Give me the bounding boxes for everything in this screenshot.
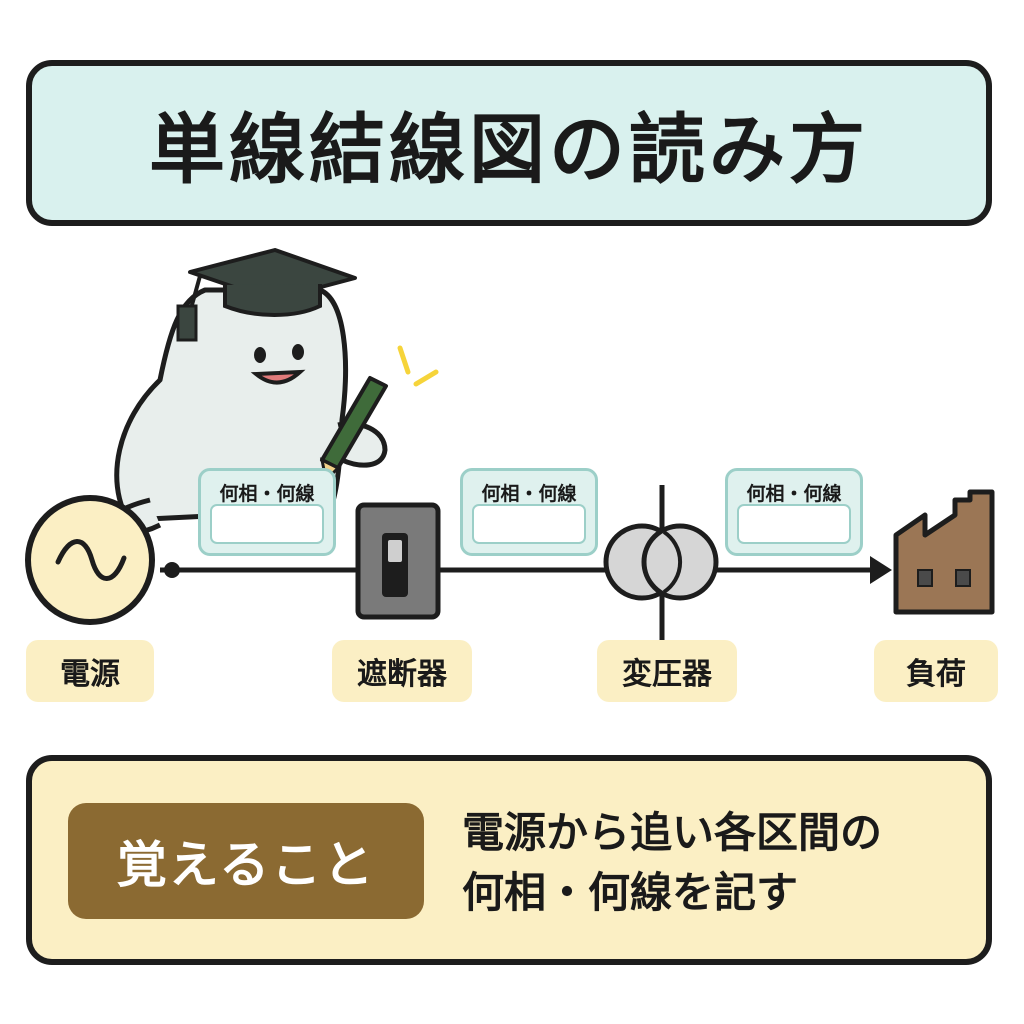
memo-line-1: 電源から追い各区間の bbox=[462, 808, 883, 857]
section-tag-label: 何相・何線 bbox=[746, 483, 842, 505]
section-tag-label: 何相・何線 bbox=[481, 483, 577, 505]
section-tag-label: 何相・何線 bbox=[219, 483, 315, 505]
section-tag-field[interactable] bbox=[737, 504, 851, 544]
arrow-head-icon bbox=[870, 556, 892, 584]
factory-icon bbox=[893, 489, 995, 615]
breaker-icon bbox=[355, 502, 441, 620]
section-tag-3: 何相・何線 bbox=[725, 468, 863, 556]
memo-badge: 覚えること bbox=[68, 803, 424, 919]
section-tag-field[interactable] bbox=[472, 504, 586, 544]
ac-source-icon bbox=[25, 495, 155, 625]
label-transformer: 変圧器 bbox=[597, 640, 737, 702]
section-tag-1: 何相・何線 bbox=[198, 468, 336, 556]
memo-text: 電源から追い各区間の 何相・何線を記す bbox=[462, 803, 982, 923]
section-tag-field[interactable] bbox=[210, 504, 324, 544]
label-source: 電源 bbox=[26, 640, 154, 702]
page-title: 単線結線図の読み方 bbox=[149, 105, 869, 194]
bus-node bbox=[164, 562, 180, 578]
memo-line-2: 何相・何線を記す bbox=[462, 868, 799, 917]
label-load: 負荷 bbox=[874, 640, 998, 702]
section-tag-2: 何相・何線 bbox=[460, 468, 598, 556]
label-breaker: 遮断器 bbox=[332, 640, 472, 702]
memo-panel: 覚えること 電源から追い各区間の 何相・何線を記す bbox=[26, 755, 992, 965]
title-banner: 単線結線図の読み方 bbox=[26, 60, 992, 226]
transformer-icon bbox=[603, 485, 719, 640]
